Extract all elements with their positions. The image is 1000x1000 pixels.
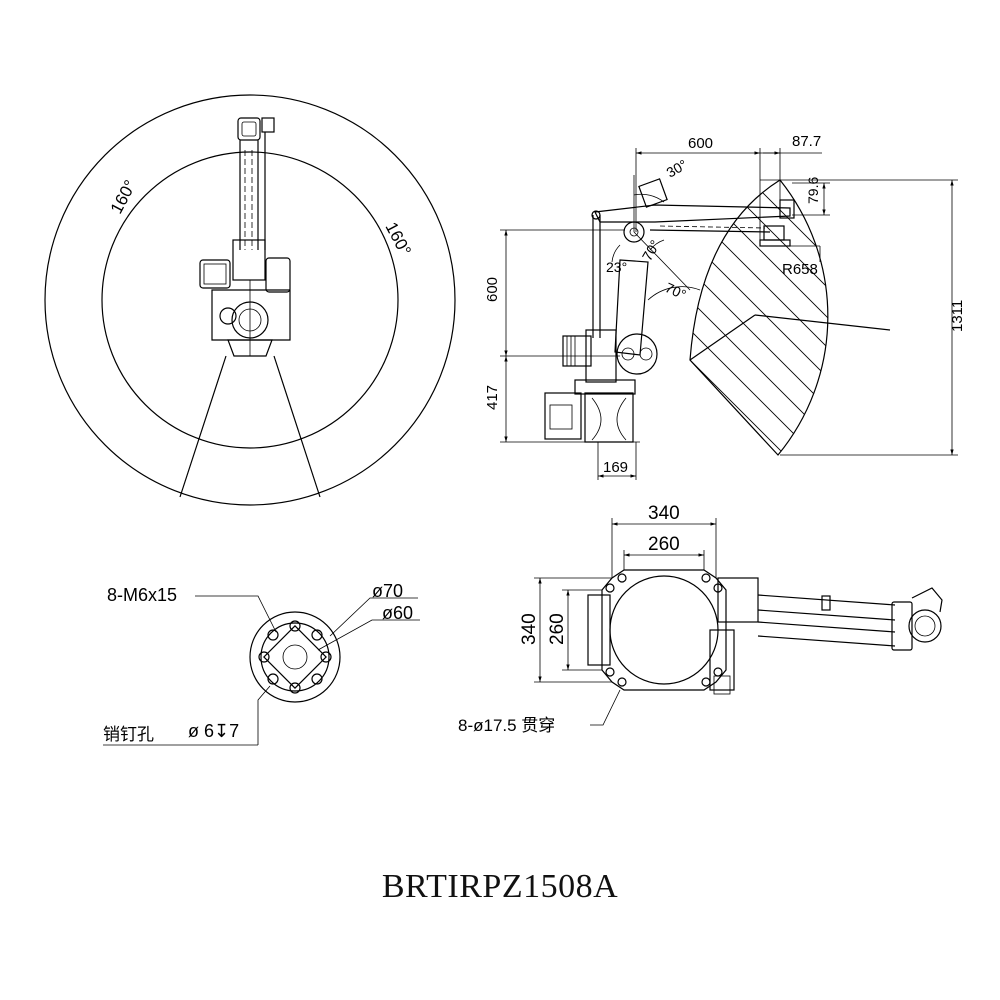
arm-plan-view [709,577,943,695]
dim-79-6: 79.6 [805,177,821,204]
radius-658: R658 [782,261,818,278]
dim-169: 169 [603,459,628,476]
angle-left-label: 160° [107,177,140,217]
base-dim-260-v: 260 [547,613,568,645]
base-footprint-view: 340 260 340 260 8-ø17.5 贯穿 [458,503,943,735]
wedge-edge-left [179,355,227,498]
side-view: 600 87.7 79.6 30° 23° 70° 70° R658 600 4… [484,133,966,480]
angle-23: 23° [606,259,627,275]
dim-87-7: 87.7 [792,133,821,150]
pin-hole-label: 销钉孔 [103,725,154,744]
pin-hole-spec: ø 6↧7 [188,721,239,741]
dim-1311: 1311 [949,300,966,332]
base-dim-340-v: 340 [519,613,540,645]
angle-right-label: 160° [381,219,414,259]
base-mount-holes [605,573,723,687]
robot-side-view [544,178,795,443]
base-dim-260-h: 260 [648,534,680,555]
robot-top-view [199,117,291,357]
angle-70-b: 70° [663,279,689,302]
wedge-edge-right [273,355,321,498]
dim-417: 417 [484,385,501,410]
flange-bolt-holes [258,620,332,694]
flange-dia-60: ø60 [382,603,413,623]
angle-30: 30° [664,156,690,180]
dim-600-horizontal: 600 [688,135,713,152]
side-dimensions [500,148,958,480]
dim-600-vertical: 600 [484,277,501,302]
outer-reach-circle [44,94,456,506]
base-dim-340-h: 340 [648,503,680,524]
top-view: 160° 160° [44,94,456,506]
inner-reach-circle [101,151,399,449]
base-holes-label: 8-ø17.5 贯穿 [458,716,555,735]
flange-screws-label: 8-M6x15 [107,585,177,605]
flange-dia-70: ø70 [372,581,403,601]
model-title: BRTIRPZ1508A [381,868,619,905]
flange-view: 8-M6x15 ø70 ø60 销钉孔 ø 6↧7 [103,581,420,746]
